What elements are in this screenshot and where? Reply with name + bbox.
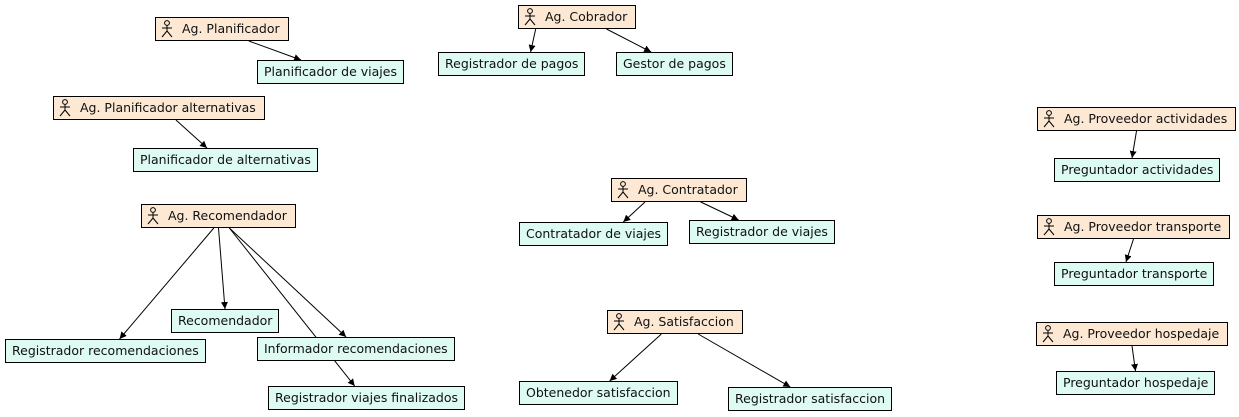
edge-a_sat-to-r_regsat [697, 333, 791, 388]
role-label: Preguntador hospedaje [1063, 375, 1209, 390]
role-recomendador: Recomendador [171, 309, 280, 333]
edge-a_cob-to-r_regpagos [528, 28, 537, 53]
role-registrador-satisfaccion: Registrador satisfaccion [728, 387, 893, 411]
agent-label: Ag. Proveedor transporte [1064, 219, 1222, 234]
actor-icon [617, 181, 629, 199]
role-registrador-recomendaciones: Registrador recomendaciones [5, 339, 206, 363]
actor-icon [147, 207, 159, 225]
agent-label: Ag. Cobrador [545, 9, 628, 24]
role-label: Registrador de pagos [445, 56, 579, 71]
agent-label: Ag. Recomendador [168, 208, 287, 223]
role-label: Registrador satisfaccion [735, 391, 886, 406]
agent-proveedor-actividades: Ag. Proveedor actividades [1037, 107, 1237, 131]
agent-label: Ag. Proveedor actividades [1064, 111, 1228, 126]
role-gestor-de-pagos: Gestor de pagos [616, 52, 733, 76]
actor-icon [524, 8, 536, 26]
edge-a_cob-to-r_gespagos [606, 28, 652, 53]
role-label: Registrador recomendaciones [12, 343, 199, 358]
role-label: Planificador de viajes [264, 64, 397, 79]
role-label: Registrador viajes finalizados [275, 390, 459, 405]
agent-label: Ag. Planificador alternativas [80, 100, 256, 115]
role-registrador-viajes-finalizados: Registrador viajes finalizados [268, 386, 466, 410]
role-preguntador-actividades: Preguntador actividades [1054, 158, 1221, 182]
agent-proveedor-hospedaje: Ag. Proveedor hospedaje [1036, 322, 1229, 346]
agent-contratador: Ag. Contratador [611, 178, 747, 202]
role-informador-recomendaciones: Informador recomendaciones [257, 337, 455, 361]
agent-label: Ag. Satisfaccion [634, 314, 734, 329]
agent-recomendador: Ag. Recomendador [141, 204, 296, 228]
agent-satisfaccion: Ag. Satisfaccion [607, 310, 743, 334]
actor-icon [59, 99, 71, 117]
agent-label: Ag. Contratador [638, 182, 738, 197]
role-label: Recomendador [178, 313, 273, 328]
role-label: Registrador de viajes [696, 224, 828, 239]
edge-a_planalt-to-r_planalt [175, 119, 208, 149]
edge-a_sat-to-r_obtsat [609, 333, 662, 382]
role-label: Preguntador transporte [1061, 266, 1208, 281]
role-contratador-de-viajes: Contratador de viajes [519, 222, 669, 246]
role-label: Preguntador actividades [1061, 162, 1214, 177]
edge-a_rec-to-r_regfin [228, 227, 356, 387]
role-obtenedor-satisfaccion: Obtenedor satisfaccion [519, 381, 678, 405]
edge-a_rec-to-r_regrec [119, 227, 215, 340]
agent-planificador-alternativas: Ag. Planificador alternativas [53, 96, 265, 120]
agent-label: Ag. Planificador [182, 21, 280, 36]
agent-proveedor-transporte: Ag. Proveedor transporte [1037, 215, 1231, 239]
agent-planificador: Ag. Planificador [155, 17, 289, 41]
actor-icon [613, 313, 625, 331]
edge-a_contr-to-r_regviajes [700, 201, 739, 221]
edge-a_contr-to-r_contrviajes [622, 201, 646, 223]
actor-icon [1043, 218, 1055, 236]
actor-icon [1043, 110, 1055, 128]
role-label: Contratador de viajes [526, 226, 662, 241]
role-label: Obtenedor satisfaccion [526, 385, 671, 400]
actor-icon [161, 20, 173, 38]
edge-a_rec-to-r_informrec [229, 227, 347, 338]
role-preguntador-hospedaje: Preguntador hospedaje [1056, 371, 1216, 395]
role-label: Planificador de alternativas [140, 152, 311, 167]
role-planificador-de-alternativas: Planificador de alternativas [133, 148, 318, 172]
actor-icon [1042, 325, 1054, 343]
role-planificador-de-viajes: Planificador de viajes [257, 60, 404, 84]
role-preguntador-transporte: Preguntador transporte [1054, 262, 1215, 286]
role-label: Gestor de pagos [623, 56, 726, 71]
edge-a_prov_act-to-r_pregact [1129, 130, 1137, 159]
edge-a_prov_hos-to-r_pregh [1131, 345, 1138, 372]
role-label: Informador recomendaciones [264, 341, 448, 356]
role-registrador-de-viajes: Registrador de viajes [689, 220, 835, 244]
agent-cobrador: Ag. Cobrador [518, 5, 637, 29]
edge-a_plan-to-r_planviajes [248, 40, 302, 61]
agent-label: Ag. Proveedor hospedaje [1063, 326, 1220, 341]
role-registrador-de-pagos: Registrador de pagos [438, 52, 586, 76]
edge-a_prov_tra-to-r_pregtra [1124, 238, 1134, 263]
edge-a_rec-to-r_recomendador [218, 227, 228, 310]
